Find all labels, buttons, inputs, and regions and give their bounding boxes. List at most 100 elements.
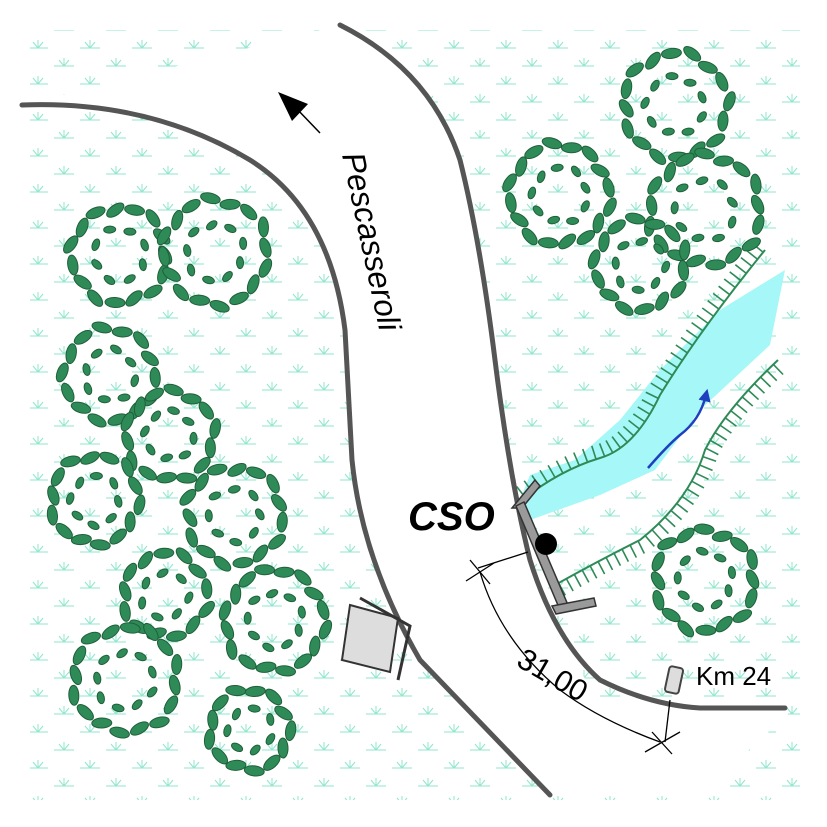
embankment-tick [729, 271, 742, 282]
embankment-tick [591, 445, 597, 460]
outfall-icon [535, 533, 557, 555]
embankment-tick [660, 367, 673, 377]
tree-icon [120, 383, 221, 484]
embankment-tick [581, 448, 589, 463]
embankment-tick [650, 382, 664, 392]
embankment-tick [605, 440, 614, 454]
embankment-tick [724, 417, 737, 427]
embankment-tick [613, 552, 622, 567]
tree-icon [650, 523, 760, 638]
embankment-tick [675, 344, 688, 354]
embankment-tick [637, 406, 651, 415]
tree-icon [118, 547, 215, 642]
embankment-tick [723, 278, 736, 289]
embankment-tick [705, 447, 719, 456]
embankment-tick [747, 389, 760, 401]
embankment-tick [740, 256, 753, 267]
embankment-tick [555, 460, 564, 474]
embankment-tick [670, 351, 683, 362]
embankment-tick [628, 419, 641, 430]
embankment-tick [564, 456, 572, 470]
embankment-tick [664, 516, 676, 528]
embankment-tick [709, 439, 723, 449]
embankment-tick [676, 502, 689, 513]
embankment-tick [644, 535, 655, 547]
embankment-tick [695, 472, 709, 481]
embankment-tick [573, 452, 580, 466]
embankment-tick [632, 413, 646, 423]
embankment-tick [622, 425, 635, 437]
milestone-label: Km 24 [696, 661, 771, 691]
tree-icon [46, 451, 146, 551]
embankment-tick [735, 403, 748, 414]
embankment-tick [707, 300, 720, 310]
stream-bank-upper [521, 249, 766, 501]
embankment-tick [734, 264, 747, 274]
embankment-tick [611, 436, 622, 449]
tree-icon [502, 137, 617, 250]
tree-icon [203, 684, 297, 777]
north-arrow-icon [278, 92, 321, 134]
embankment-tick [598, 443, 606, 457]
embankment-tick [760, 376, 772, 388]
road-edge-west [19, 102, 553, 798]
embankment-tick [565, 578, 574, 592]
tree-icon [618, 46, 736, 165]
embankment-tick [680, 336, 694, 347]
embankment-tick [637, 540, 646, 554]
embankment-tick [730, 410, 743, 421]
embankment-tick [547, 464, 556, 478]
embankment-tick [621, 548, 630, 562]
road-edge-east [337, 22, 788, 711]
embankment-tick [589, 565, 598, 579]
embankment-tick [766, 370, 778, 382]
embankment-tick [685, 329, 699, 339]
tree-icon [643, 147, 765, 271]
stream-bank-lower [554, 359, 779, 586]
embankment-tick [645, 391, 659, 400]
embankment-tick [701, 307, 715, 317]
dimension-line [465, 551, 681, 755]
culvert-label: CSO [408, 495, 495, 539]
embankment-tick [651, 529, 663, 541]
milestone-icon [664, 665, 684, 695]
road-surface [22, 25, 790, 795]
embankment-tick [658, 523, 669, 535]
culvert-inlet-icon [340, 596, 412, 681]
tree-icon [156, 192, 273, 313]
embankment-tick [573, 574, 582, 588]
embankment-tick [581, 569, 590, 583]
culvert-head-icon [510, 478, 597, 615]
embankment-tick [539, 469, 549, 483]
tree-icon [68, 622, 183, 739]
embankment-tick [691, 322, 704, 332]
embankment-tick [691, 480, 705, 489]
embankment-tick [753, 382, 766, 394]
embankment-tick [712, 292, 725, 303]
embankment-tick [772, 363, 784, 376]
embankment-tick [641, 399, 655, 408]
embankment-tick [699, 464, 713, 472]
tree-cluster [46, 46, 765, 777]
embankment-tick [617, 431, 628, 443]
embankment-tick [597, 561, 606, 575]
embankment-tick [702, 455, 717, 462]
embankment-tick [718, 285, 731, 296]
embankment-tick [741, 396, 754, 407]
embankment-tick [605, 557, 614, 571]
embankment-tick [686, 488, 700, 498]
embankment-tick [681, 495, 694, 506]
embankment-tick [696, 314, 709, 325]
tree-icon [218, 564, 333, 677]
flow-arrow-icon [647, 388, 711, 469]
embankment-tick [665, 359, 678, 369]
embankment-tick [629, 544, 638, 558]
embankment-tick [746, 249, 759, 260]
embankment-tick [655, 374, 668, 384]
embankment-tick [719, 424, 732, 434]
embankment-tick [714, 431, 728, 441]
tree-icon [587, 212, 691, 316]
tree-icon [179, 463, 288, 572]
